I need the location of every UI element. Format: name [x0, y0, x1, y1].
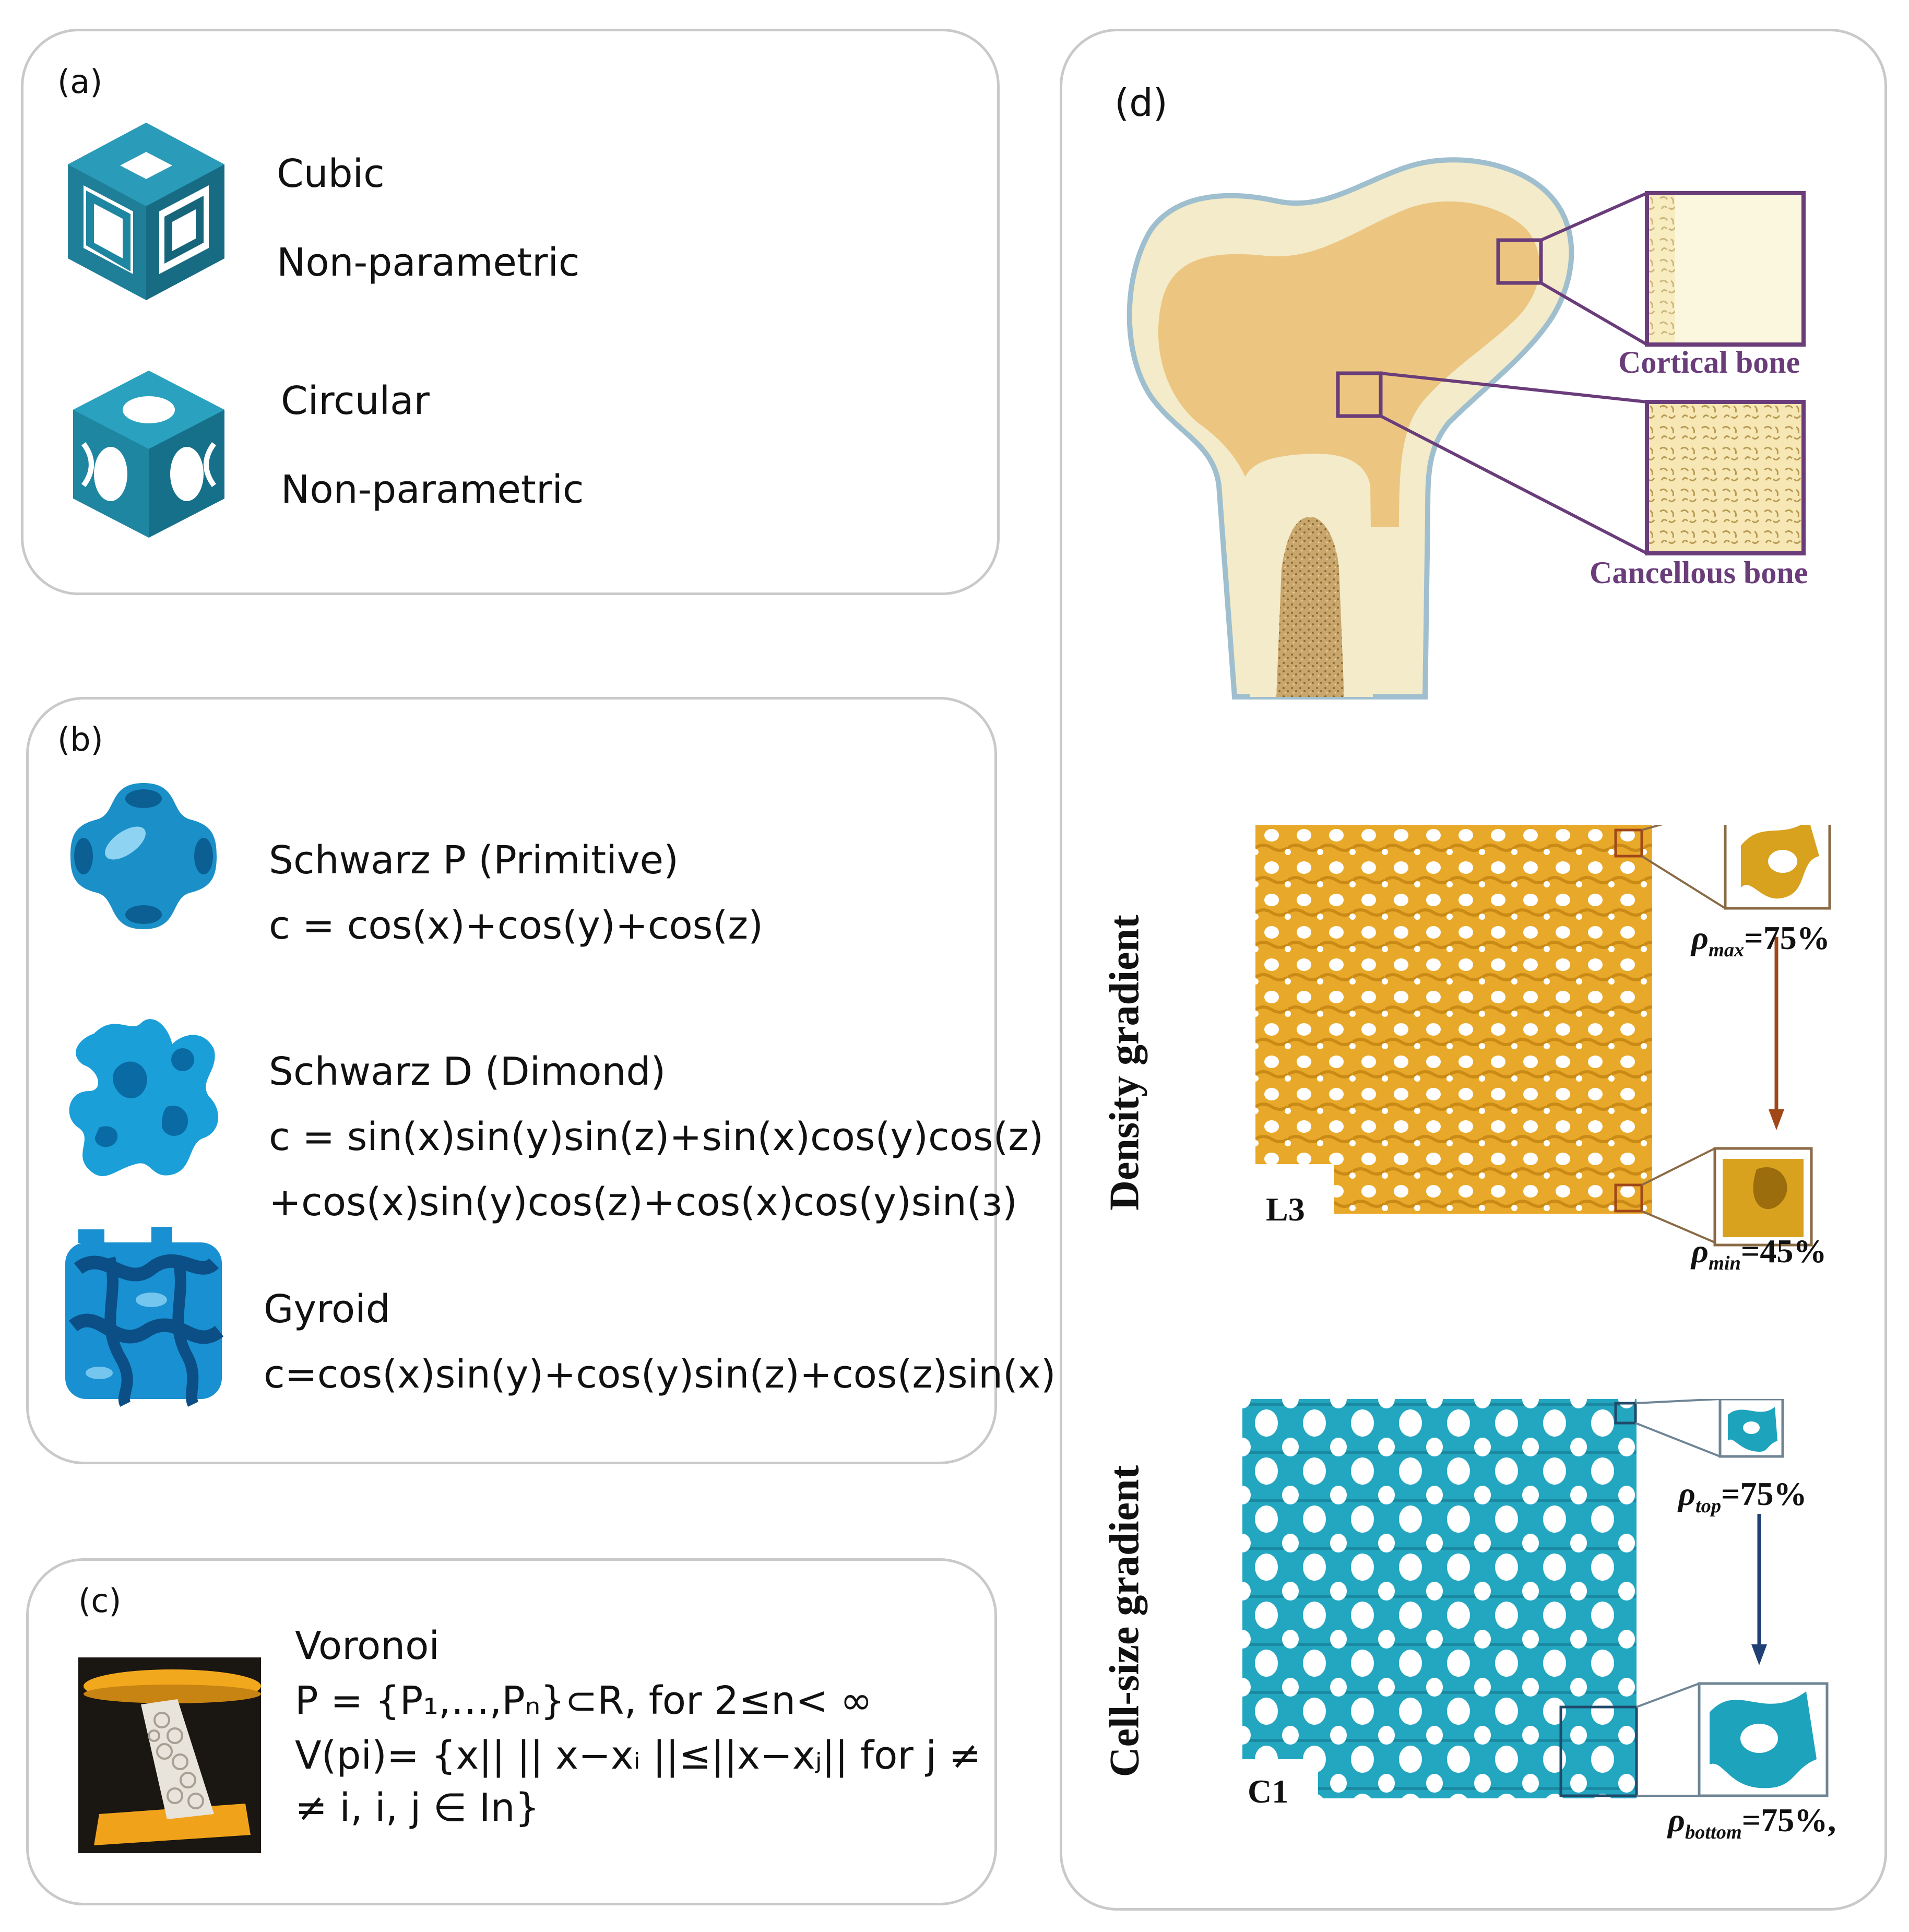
cellsize-sample-label: C1 — [1248, 1773, 1289, 1810]
rho-min-label: ρmin=45% — [1691, 1232, 1827, 1275]
rho-bottom-value: =75%, — [1741, 1801, 1836, 1839]
rho-max-sub: max — [1708, 939, 1745, 961]
schwarz-d-name: Schwarz D (Dimond) — [269, 1049, 666, 1094]
panel-a-tag: (a) — [57, 63, 103, 101]
density-axis-label: Density gradient — [1101, 915, 1148, 1211]
schwarz-p-name: Schwarz P (Primitive) — [269, 838, 679, 883]
cubic-name: Cubic — [277, 151, 385, 196]
cubic-type: Non-parametric — [277, 240, 580, 285]
circular-type: Non-parametric — [281, 467, 584, 512]
voronoi-photo-icon — [78, 1657, 261, 1855]
rho-bottom-symbol: ρ — [1668, 1801, 1685, 1839]
circular-name: Circular — [281, 378, 430, 423]
panel-b: (b) Schwarz P (Primitive) c = cos(x)+cos… — [26, 697, 1056, 1464]
gyroid-name: Gyroid — [264, 1287, 390, 1332]
panel-b-tag: (b) — [57, 720, 103, 758]
panel-d-tag: (d) — [1114, 81, 1168, 125]
rho-top-label: ρtop=75% — [1678, 1475, 1807, 1518]
cellsize-axis-label: Cell-size gradient — [1101, 1465, 1148, 1777]
density-lattice — [1255, 825, 1831, 1247]
cellsize-lattice — [1242, 1399, 1829, 1798]
panel-c-tag: (c) — [78, 1582, 122, 1620]
cubic-lattice-icon — [63, 117, 230, 307]
rho-max-value: =75% — [1744, 919, 1830, 956]
cortical-bone-label: Cortical bone — [1618, 345, 1800, 380]
gyroid-formula: c=cos(x)sin(y)+cos(y)sin(z)+cos(z)sin(x) — [264, 1352, 1056, 1397]
voronoi-line3: ≠ i, i, j ∈ In} — [295, 1785, 540, 1830]
rho-top-value: =75% — [1721, 1475, 1807, 1512]
rho-min-sub: min — [1708, 1252, 1741, 1274]
rho-top-sub: top — [1695, 1495, 1722, 1517]
cancellous-bone-label: Cancellous bone — [1590, 555, 1808, 590]
rho-max-symbol: ρ — [1691, 919, 1709, 956]
panel-d: (d) Cortical bone Cancellous bone Densit… — [1060, 29, 1887, 1911]
rho-bottom-label: ρbottom=75%, — [1668, 1801, 1836, 1844]
rho-bottom-sub: bottom — [1685, 1821, 1742, 1843]
schwarz-d-icon — [63, 1002, 235, 1192]
schwarz-d-formula-line2: +cos(x)sin(y)cos(z)+cos(x)cos(y)sin(з) — [269, 1180, 1017, 1225]
schwarz-p-formula: c = cos(x)+cos(y)+cos(z) — [269, 903, 763, 948]
bone-illustration — [1127, 157, 1806, 700]
panel-a: (a) Cubic Non-parametric Circular — [21, 29, 1000, 595]
rho-max-label: ρmax=75% — [1691, 919, 1830, 962]
voronoi-line2: V(pi)= {x|| || x−xᵢ ||≤||x−xⱼ|| for j ≠ — [295, 1733, 981, 1778]
rho-min-value: =45% — [1740, 1232, 1827, 1270]
panel-c: (c) Voronoi P = {P₁,…,Pₙ}⊂R, for 2≤n< ∞ … — [26, 1558, 997, 1905]
circular-lattice-icon — [68, 365, 230, 545]
gyroid-icon — [57, 1227, 230, 1412]
schwarz-p-icon — [65, 778, 222, 937]
voronoi-line1: P = {P₁,…,Pₙ}⊂R, for 2≤n< ∞ — [295, 1678, 873, 1723]
density-sample-label: L3 — [1266, 1191, 1305, 1228]
voronoi-name: Voronoi — [295, 1623, 440, 1668]
rho-top-symbol: ρ — [1678, 1475, 1695, 1512]
schwarz-d-formula-line1: c = sin(x)sin(y)sin(z)+sin(x)cos(y)cos(z… — [269, 1115, 1044, 1159]
rho-min-symbol: ρ — [1691, 1232, 1709, 1270]
